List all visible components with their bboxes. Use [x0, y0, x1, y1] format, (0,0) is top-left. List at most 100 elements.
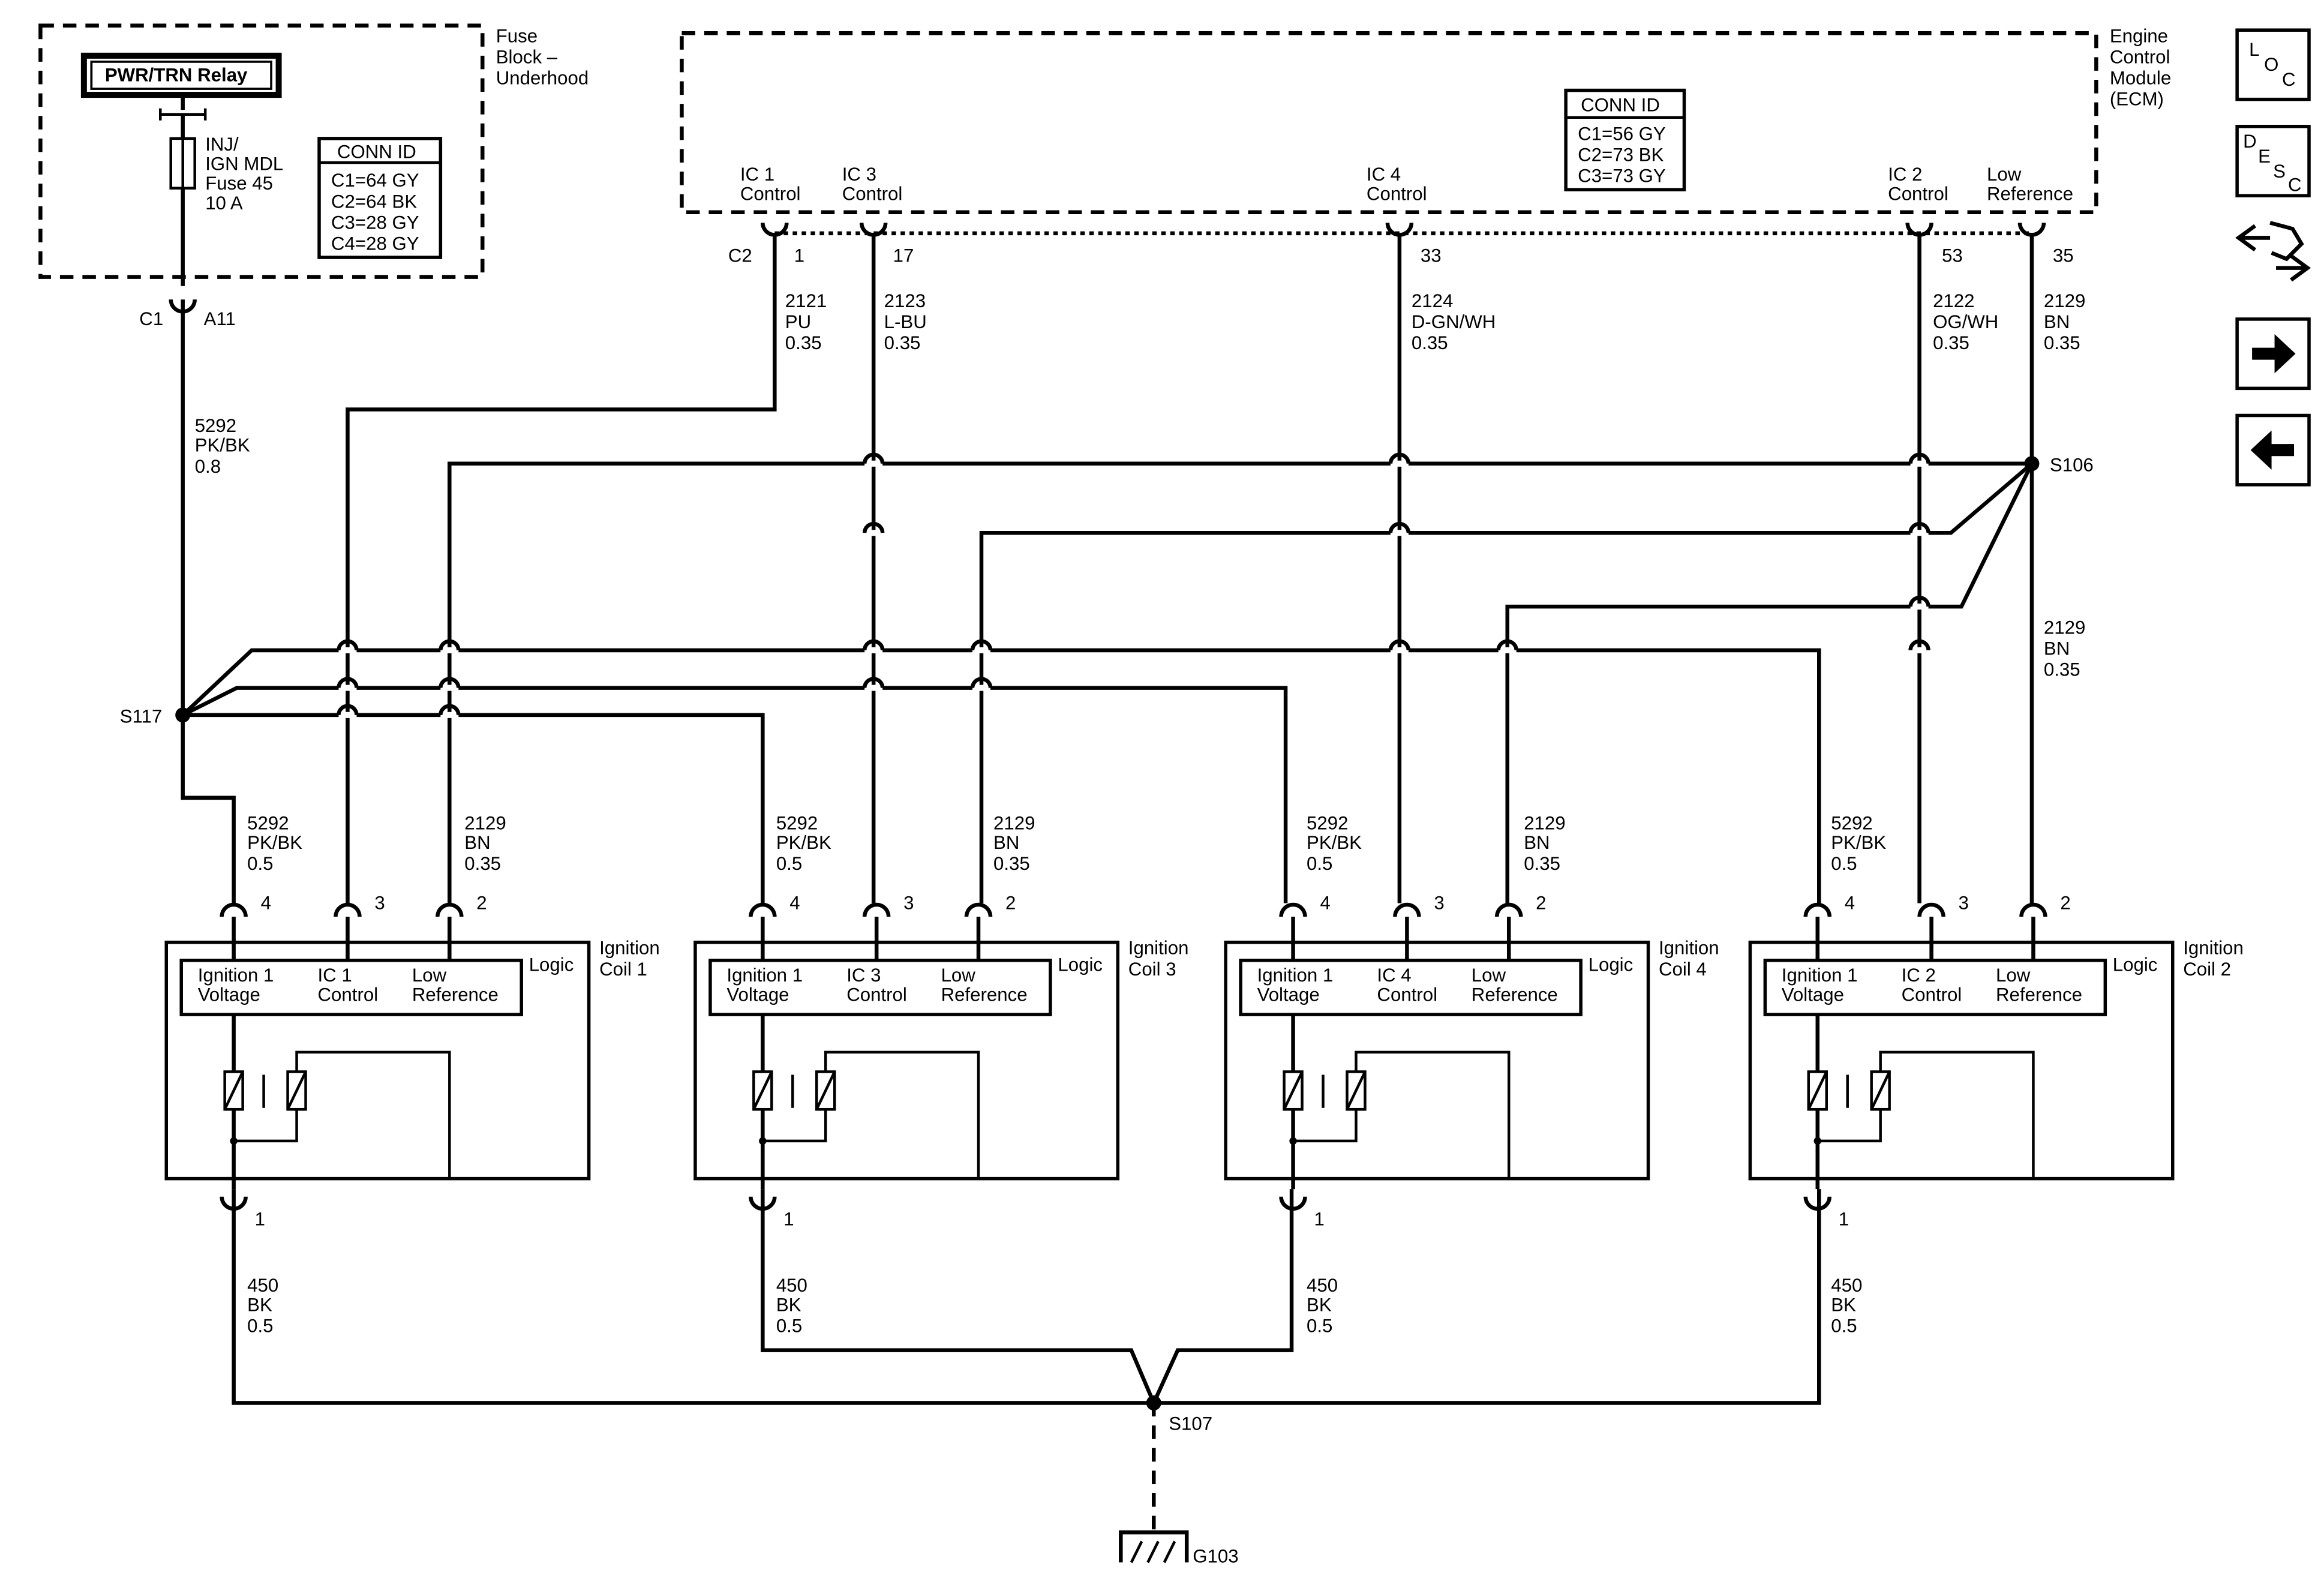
wire-color: OG/WH [1933, 311, 1998, 332]
crossover-hop [862, 639, 885, 651]
wire-circuit: 2129 [2044, 290, 2085, 311]
wire-gauge: 0.35 [1412, 332, 1448, 353]
coil-terminal-label: Low [1996, 965, 2031, 986]
connector-pin-icon [761, 223, 789, 237]
relay-label: PWR/TRN Relay [105, 64, 248, 85]
connector-pin-icon [220, 902, 248, 917]
coil-pin: 4 [789, 892, 800, 913]
ground-label: G103 [1193, 1545, 1238, 1566]
ecm-pin: 33 [1421, 245, 1442, 266]
desc-letter: C [2288, 175, 2302, 196]
ecm-terminal-label: Control [1367, 184, 1427, 205]
wire-gauge: 0.5 [776, 853, 802, 874]
fuse-label-3: Fuse 45 [205, 173, 273, 194]
wire-circuit: 450 [1307, 1275, 1338, 1296]
fuse-label-2: IGN MDL [205, 153, 283, 174]
conn-id-row: C3=28 GY [331, 212, 419, 233]
coil-terminal-label: Ignition 1 [726, 965, 803, 986]
wire-gauge: 0.5 [1831, 1315, 1857, 1336]
wire-color: PK/BK [776, 832, 831, 853]
arrow-left-icon[interactable] [2235, 413, 2311, 487]
wire-color: BK [1307, 1294, 1332, 1315]
ecm-terminal-label: IC 3 [842, 164, 876, 185]
arrow-right-icon[interactable] [2235, 317, 2311, 391]
coil-logic-box [179, 959, 523, 1016]
wire-5292-coil2 [181, 648, 1821, 903]
wire-gauge: 0.35 [884, 332, 921, 353]
wire-2129-coil4 [1505, 463, 2034, 903]
crossover-hop [862, 677, 885, 688]
wire-circuit: 2129 [993, 812, 1035, 833]
ecm-pin: 17 [893, 245, 914, 266]
wire-crossovers [337, 452, 1930, 718]
ecm-pin: 53 [1942, 245, 1963, 266]
coil-terminal-label: IC 1 [318, 965, 352, 986]
wire-circuit: 450 [776, 1275, 807, 1296]
splice-label: S117 [120, 706, 163, 727]
fuse-block-outline [38, 23, 485, 279]
coil-terminal-label: Ignition 1 [1782, 965, 1858, 986]
coil-pin: 4 [261, 892, 271, 913]
coil-terminal-label: IC 4 [1377, 965, 1411, 986]
wire-gauge: 0.35 [1524, 853, 1560, 874]
coil-name: Ignition [1659, 938, 1719, 959]
conn-id-row: C2=64 BK [331, 191, 417, 212]
crossover-hop [337, 639, 359, 651]
connector-icon[interactable] [2235, 221, 2311, 282]
wire-color: BN [993, 832, 1019, 853]
coil-pin: 3 [374, 892, 385, 913]
crossover-hop [439, 704, 461, 716]
crossover-hop [439, 677, 461, 688]
wire-circuit: 5292 [247, 812, 289, 833]
coil-winding-icon [1807, 1014, 2035, 1190]
connector-pin-icon [436, 902, 464, 917]
ecm-terminal-label: IC 1 [740, 164, 774, 185]
wire-450-coil3-coil4 [761, 1189, 1294, 1408]
desc-button[interactable]: D E S C [2235, 125, 2311, 197]
coil-pin: 1 [1839, 1208, 1849, 1229]
ecm-terminal-label: Control [1888, 184, 1948, 205]
ignition-coils: Ignition 1 Voltage IC 1 Control LowReference… [164, 812, 2244, 1337]
loc-button[interactable]: L O C [2235, 28, 2311, 101]
wire-circuit: 2124 [1412, 290, 1453, 311]
wire-gauge: 0.35 [2044, 332, 2080, 353]
wire-gauge: 0.8 [195, 456, 221, 477]
coil-pin: 2 [1536, 892, 1546, 913]
fuse-pin-label: A11 [204, 308, 236, 329]
crossover-hop [1908, 595, 1930, 607]
wire-circuit: 2122 [1933, 290, 1974, 311]
coil-pin: 2 [1005, 892, 1016, 913]
nav-buttons: L O C D E S C [2235, 28, 2311, 487]
wire-gauge: 0.5 [247, 853, 273, 874]
coil-terminal-label: IC 3 [846, 965, 881, 986]
coil-terminal-label: Control [846, 984, 907, 1005]
connector-pin-icon [862, 902, 891, 917]
connector-pin-icon [1385, 223, 1414, 237]
wire-circuit: 5292 [1831, 812, 1872, 833]
coil-terminal-label: Reference [1472, 984, 1558, 1005]
wire-gauge: 0.5 [776, 1315, 802, 1336]
wire-color: L-BU [884, 311, 927, 332]
wire-gauge: 0.35 [993, 853, 1030, 874]
coil-pin: 1 [1314, 1208, 1325, 1229]
fuse-block: Fuse Block – Underhood PWR/TRN Relay INJ… [38, 23, 588, 329]
crossover-hop [1908, 452, 1930, 464]
desc-letter: S [2273, 161, 2286, 182]
wire-circuit: 2123 [884, 290, 926, 311]
coil-logic-box [1239, 959, 1583, 1016]
conn-id-title: CONN ID [1581, 95, 1660, 116]
coil-pin: 4 [1845, 892, 1855, 913]
coil-pin: 4 [1320, 892, 1331, 913]
coil-logic-label: Logic [529, 954, 574, 975]
crossover-hop [862, 521, 885, 533]
wire-circuit: 5292 [195, 415, 236, 436]
coil-terminal-label: Voltage [198, 984, 260, 1005]
coil-name: Coil 4 [1659, 959, 1707, 980]
ecm-conn-id: CONN ID C1=56 GY C2=73 BK C3=73 GY [1564, 88, 1686, 191]
connector-pin-icon [749, 1196, 777, 1211]
fuse-45-icon [159, 95, 207, 286]
ecm-pin: 1 [794, 245, 804, 266]
